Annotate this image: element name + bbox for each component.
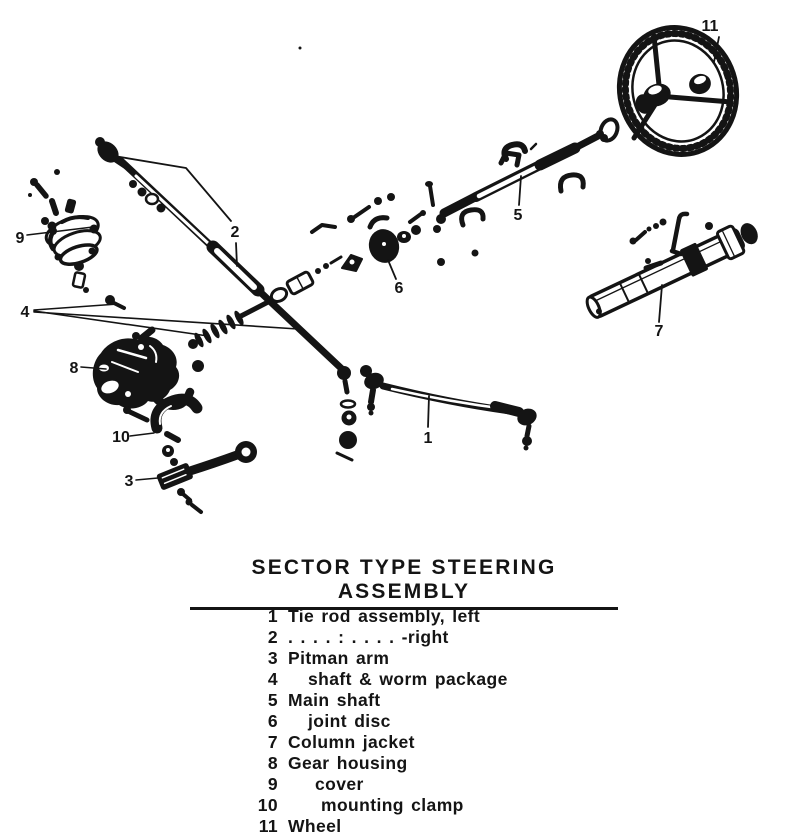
legend-label: Tie rod assembly, left [288,606,481,626]
legend-num: 6 [267,711,278,731]
legend-label: . . . . : . . . . -right [288,627,449,647]
main-shaft-part [425,130,604,233]
legend-label: Wheel [288,816,342,836]
steering-wheel-part [616,25,740,157]
legend-label: Gear housing [288,753,408,773]
parts-legend: 1 Tie rod assembly, left 2 . . . . : . .… [0,606,800,838]
legend-row-11: 11 Wheel [0,816,800,836]
cover-stud-part [49,227,57,235]
exploded-view-diagram: 11 [16,18,758,514]
callout-9-label: 9 [16,230,25,247]
callout-leader-5 [518,175,522,206]
legend-row-2: 2 . . . . : . . . . -right [0,627,800,647]
legend-row-7: 7 Column jacket [0,732,800,752]
legend-row-1: 1 Tie rod assembly, left [0,606,800,626]
callout-leader-6 [387,259,397,280]
tie-rod-left-part [360,365,537,451]
callout-leader-7 [658,284,663,323]
legend-num: 9 [267,774,278,794]
gear-housing-part [92,326,204,423]
legend-label: mounting clamp [321,795,464,815]
legend-row-6: 6 joint disc [0,711,800,731]
callout-leader-8 [80,366,107,370]
legend-num: 10 [257,795,278,815]
legend-num: 8 [267,753,278,773]
legend-label: joint disc [308,711,391,731]
legend-label: shaft & worm package [308,669,508,689]
legend-label: Main shaft [288,690,381,710]
callout-6-label: 6 [395,280,404,297]
callout-10-label: 10 [112,429,130,446]
callout-leader-2b [235,242,238,267]
legend-num: 11 [258,816,278,836]
legend-num: 1 [267,606,278,626]
scan-speck [298,46,302,50]
callout-leader-1 [427,395,430,428]
legend-num: 7 [267,732,278,752]
callout-4-label: 4 [21,304,30,321]
legend-label: Pitman arm [288,648,390,668]
callout-leader-11 [713,36,720,63]
callout-1-label: 1 [424,430,433,447]
legend-row-8: 8 Gear housing [0,753,800,773]
callout-5-label: 5 [514,207,523,224]
legend-label: Column jacket [288,732,415,752]
legend-row-4: 4 shaft & worm package [0,669,800,689]
legend-label: cover [315,774,364,794]
callout-leader-10 [129,432,155,437]
legend-row-9: 9 cover [0,774,800,794]
pitman-arm-part [156,441,257,514]
callout-leader-9 [26,226,94,236]
legend-num: 4 [267,669,278,689]
legend-num: 3 [267,648,278,668]
callout-11-label: 11 [702,18,719,35]
column-bearing-part [598,117,620,143]
callout-leader-4 [33,303,299,337]
gear-housing-cover-part [28,169,102,266]
mounting-clamp-part [150,393,203,466]
tie-rod-right-part [95,137,357,462]
callout-7-label: 7 [655,323,664,340]
callout-8-label: 8 [70,360,79,377]
callout-2-label: 2 [231,224,240,241]
callout-leader-2a [113,155,232,222]
legend-row-3: 3 Pitman arm [0,648,800,668]
legend-num: 5 [267,690,278,710]
legend-row-10: 10 mounting clamp [0,795,800,815]
joint-disc-part [310,193,486,272]
column-jacket-part [585,211,758,319]
legend-num: 2 [267,627,278,647]
legend-row-5: 5 Main shaft [0,690,800,710]
callout-leader-3 [135,477,159,481]
diagram-title: SECTOR TYPE STEERING ASSEMBLY [190,556,618,610]
callout-3-label: 3 [125,473,134,490]
